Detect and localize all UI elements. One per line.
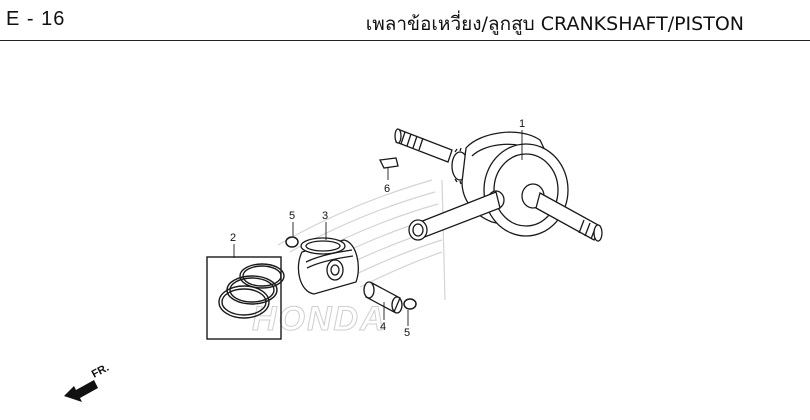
piston-pin-clip-upper	[285, 236, 299, 248]
woodruff-key	[379, 157, 399, 169]
section-code: E - 16	[6, 8, 66, 30]
honda-wing-watermark: HONDA	[252, 179, 446, 339]
piston-pin-clip-lower	[403, 298, 417, 310]
callout-woodruff-key: 6	[384, 183, 390, 195]
callout-pin-clip-lower: 5	[404, 327, 410, 339]
front-direction-arrow-icon	[64, 380, 98, 402]
callout-leaders	[233, 130, 523, 326]
piston	[297, 237, 359, 295]
header-divider	[0, 40, 810, 41]
watermark-logo-text: HONDA	[252, 300, 387, 338]
page-header: E - 16 เพลาข้อเหวี่ยง/ลูกสูบ CRANKSHAFT/…	[0, 0, 810, 46]
piston-ring-set	[206, 256, 285, 340]
callout-piston-pin: 4	[380, 321, 386, 333]
callout-pin-clip-upper: 5	[289, 210, 295, 222]
callout-crankshaft: 1	[519, 118, 525, 130]
front-direction-label: FR.	[90, 362, 111, 381]
crankshaft-assembly	[394, 128, 603, 242]
piston-pin	[363, 281, 403, 314]
page-title: เพลาข้อเหวี่ยง/ลูกสูบ CRANKSHAFT/PISTON	[365, 13, 744, 35]
callout-piston-ring-set: 2	[230, 232, 236, 244]
callout-piston: 3	[322, 210, 328, 222]
